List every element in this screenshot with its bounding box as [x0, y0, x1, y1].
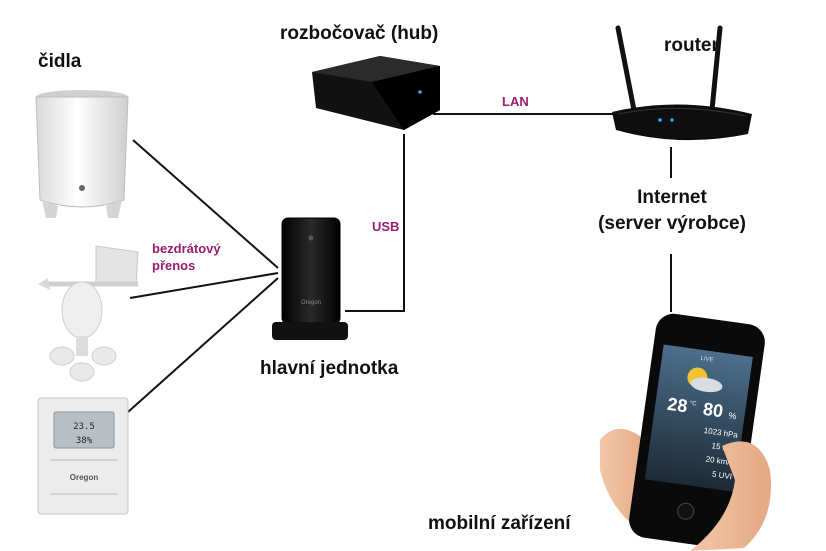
lan-label: LAN	[502, 94, 529, 109]
phone-humidity: 80	[702, 399, 725, 422]
main-unit-brand-logo: Oregon	[301, 300, 321, 306]
connection-lines	[127, 113, 672, 413]
usb-label: USB	[372, 219, 400, 234]
main-unit-icon: Oregon	[272, 217, 348, 340]
internet-label: Internet	[637, 187, 707, 208]
sensor-brand-logo: Oregon	[70, 473, 99, 482]
router-icon	[612, 25, 752, 141]
sensor-display-top: 23.5	[73, 422, 95, 432]
phone-app-title: LIVE	[700, 356, 714, 364]
mobile-device-icon: LIVE 28 °C 80 % 1023 hPa 15 mm 20 km/h 5…	[600, 313, 771, 551]
router-label: router	[664, 35, 719, 56]
hub-icon	[312, 56, 440, 130]
anemometer-icon	[38, 245, 139, 382]
wireless-transmission-label-line1: bezdrátový	[152, 241, 221, 256]
rain-gauge-icon	[35, 90, 129, 218]
phone-temperature-unit: °C	[689, 401, 697, 408]
manufacturer-server-label: (server výrobce)	[598, 213, 746, 234]
wireless-transmission-label-line2: přenos	[152, 258, 196, 273]
thermo-hygro-sensor-icon: 23.5 38% Oregon	[37, 397, 129, 515]
hub-label: rozbočovač (hub)	[280, 23, 439, 44]
sensors-label: čidla	[38, 51, 82, 72]
usb-cable	[345, 134, 405, 312]
phone-uv: 5 UVI	[712, 470, 733, 482]
sensor-display-bottom: 38%	[76, 436, 93, 446]
mobile-device-label: mobilní zařízení	[428, 513, 571, 534]
wireless-line-rain-gauge	[132, 139, 279, 269]
wireless-line-anemometer	[129, 272, 279, 299]
main-unit-label: hlavní jednotka	[260, 358, 399, 379]
phone-temperature: 28	[666, 394, 689, 417]
phone-humidity-unit: %	[728, 410, 737, 421]
wireless-line-thermo-sensor	[127, 277, 279, 413]
